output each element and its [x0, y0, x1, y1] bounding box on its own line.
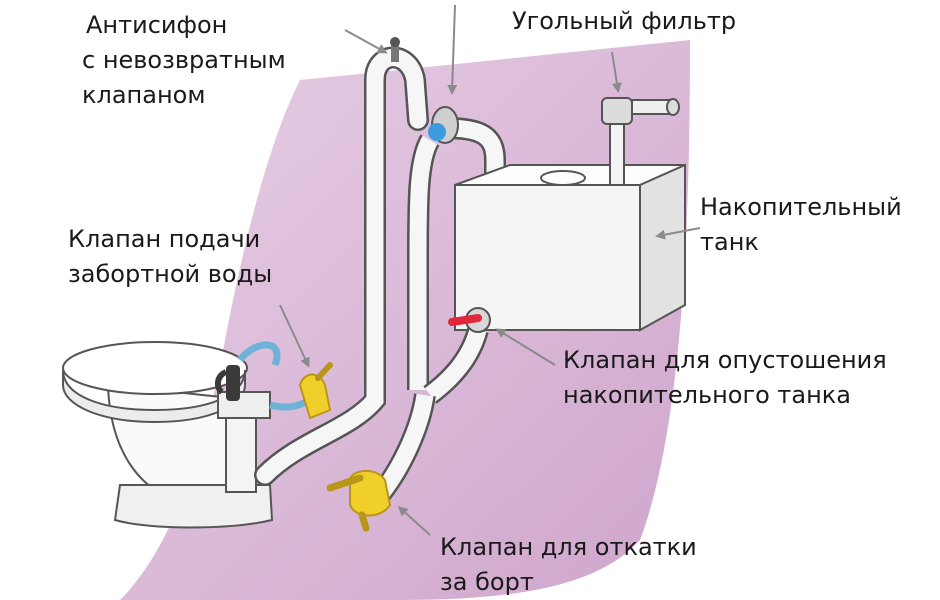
arrow-holding-tank [655, 227, 701, 240]
arrow-check-valve [447, 4, 458, 95]
carbon-filter-icon [601, 97, 680, 186]
arrow-carbon-filter [611, 51, 622, 93]
arrow-seawater-valve [279, 304, 310, 368]
label-tank-drain-valve: Клапан для опустошения накопительного та… [563, 343, 887, 413]
label-overboard-line1: Клапан для откатки [440, 533, 697, 561]
label-carbon-filter: Угольный фильтр [512, 4, 736, 39]
drain-valve-icon [448, 307, 491, 333]
label-holding-tank-line2: танк [700, 228, 759, 256]
label-holding-tank-line1: Накопительный [700, 193, 902, 221]
anti-siphon-loop-icon [390, 37, 400, 62]
label-tank-drain-line2: накопительного танка [563, 381, 851, 409]
arrow-drain-valve [495, 328, 556, 366]
label-overboard-valve: Клапан для откатки за борт [440, 530, 697, 600]
toilet-icon [62, 341, 312, 529]
overboard-valve-icon [326, 469, 392, 532]
label-tank-drain-line1: Клапан для опустошения [563, 346, 887, 374]
label-anti-siphon: Антисифон с невозвратным клапаном [82, 8, 286, 113]
return-hose [407, 134, 440, 390]
pointer-arrows [279, 4, 701, 536]
label-overboard-line2: за борт [440, 568, 534, 596]
gate-valve-icon [298, 362, 333, 420]
label-seawater-intake-valve: Клапан подачи забортной воды [68, 222, 272, 292]
label-seawater-intake-line2: забортной воды [68, 260, 273, 288]
arrow-anti-siphon [344, 29, 388, 54]
discharge-hose [254, 46, 429, 486]
label-holding-tank: Накопительный танк [700, 190, 902, 260]
label-carbon-filter-text: Угольный фильтр [512, 7, 737, 35]
holding-tank-icon [454, 163, 686, 332]
label-anti-siphon-line2: с невозвратным [82, 46, 286, 74]
label-seawater-intake-line1: Клапан подачи [68, 225, 261, 253]
check-valve-icon [428, 106, 459, 144]
label-anti-siphon-line3: клапаном [82, 81, 206, 109]
arrow-overboard-valve [397, 505, 431, 536]
label-anti-siphon-line1: Антисифон [86, 11, 228, 39]
